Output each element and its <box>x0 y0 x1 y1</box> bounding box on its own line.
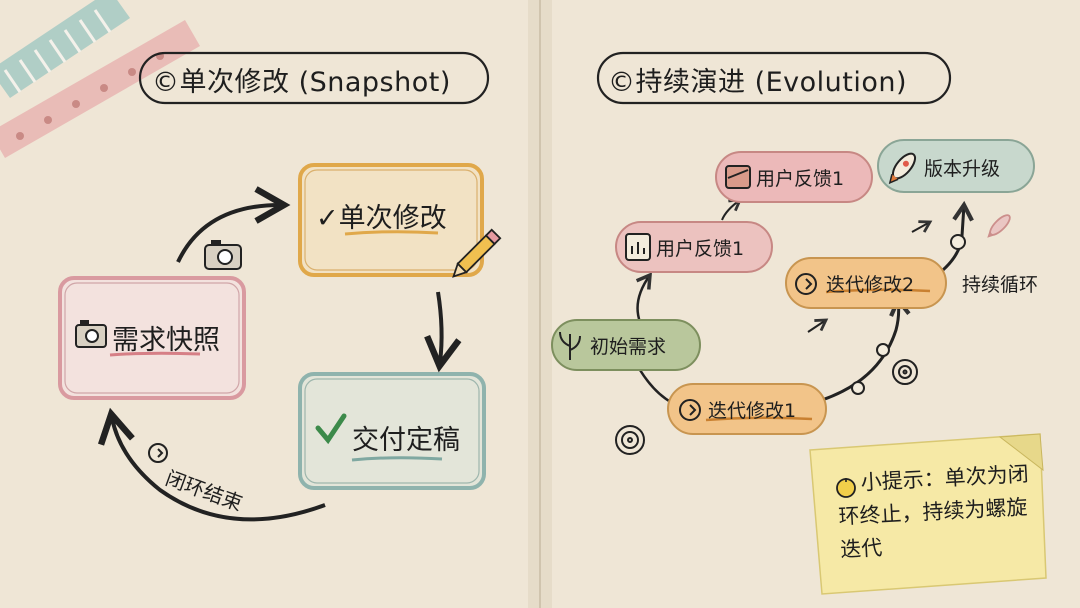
upgrade-node-label: 版本升级 <box>924 154 1000 181</box>
iter2-node-label: 迭代修改2 <box>826 270 914 297</box>
refresh-icon <box>149 444 167 462</box>
camera-icon <box>76 320 106 347</box>
right-panel-title: ©持续演进 (Evolution) <box>608 60 907 99</box>
cycle-label: 持续循环 <box>962 270 1038 297</box>
rocket-icon <box>984 212 1013 241</box>
snapshot-box-label: 需求快照 <box>112 318 220 357</box>
target-icon <box>616 426 644 454</box>
deliver-box-label: 交付定稿 <box>352 418 460 457</box>
arrow-initial-to-feedback <box>638 275 650 322</box>
chart-icon <box>626 234 650 260</box>
arrow-feedback-up <box>722 200 740 220</box>
edit-box-label: ✓单次修改 <box>316 196 447 235</box>
feedback-node-b-label: 用户反馈1 <box>756 164 844 191</box>
target-icon <box>893 360 917 384</box>
arrow-edit-to-deliver <box>438 292 442 362</box>
tip-text: 小提示：单次为闭环终止，持续为螺旋迭代 <box>836 458 1041 567</box>
chart-icon <box>726 166 750 188</box>
iter1-node-label: 迭代修改1 <box>708 396 796 423</box>
initial-node-label: 初始需求 <box>590 332 666 359</box>
left-panel-title: ©单次修改 (Snapshot) <box>152 60 451 99</box>
camera-icon <box>205 240 241 269</box>
feedback-node-a-label: 用户反馈1 <box>656 234 744 261</box>
